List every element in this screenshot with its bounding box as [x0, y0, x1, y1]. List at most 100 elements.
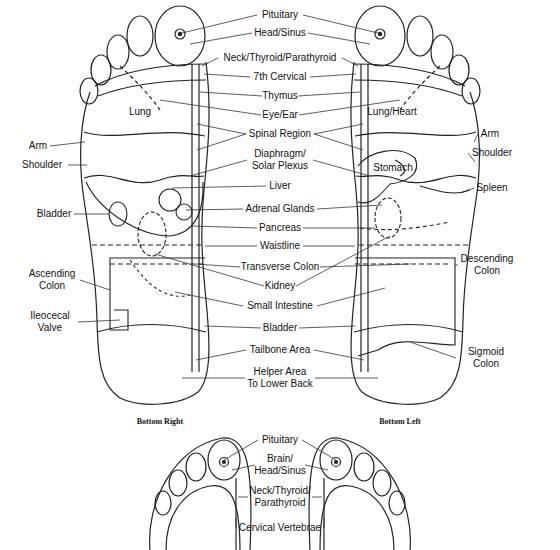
left-foot-organs — [360, 222, 450, 230]
zone-label: Waistline — [260, 240, 300, 252]
zone-label: 7th Cervical — [254, 71, 307, 83]
leader-line — [186, 209, 243, 210]
right-foot — [80, 6, 209, 404]
left-foot — [351, 6, 480, 404]
leader-line — [160, 100, 261, 115]
leader-line — [310, 74, 356, 77]
zone-label: Shoulder — [472, 147, 512, 159]
leader-line — [313, 160, 370, 176]
right-foot-organs — [110, 258, 205, 330]
leader-line — [455, 265, 458, 266]
zone-label: Transverse Colon — [241, 261, 320, 273]
zone-label: Cervical Vertebrae — [239, 522, 321, 534]
leader-line — [303, 15, 378, 33]
zone-label: Stomach — [373, 162, 412, 174]
leader-line — [80, 280, 110, 290]
leader-line — [315, 378, 378, 379]
left-foot-organs — [355, 258, 455, 356]
top-view-toes — [150, 438, 251, 550]
leader-line — [314, 350, 364, 360]
zone-label: Neck/Thyroid/Parathyroid — [224, 52, 337, 64]
zone-label: Kidney — [265, 280, 296, 292]
leader-line — [78, 320, 120, 322]
right-foot-organs — [86, 182, 205, 330]
zone-label: Brain/ Head/Sinus — [253, 453, 307, 477]
zone-label: Helper Area To Lower Back — [239, 366, 321, 390]
zone-label: Lung/Heart — [367, 106, 416, 118]
zone-label: Shoulder — [22, 159, 62, 171]
leader-line — [298, 92, 360, 96]
leader-line — [317, 205, 382, 209]
zone-label: Sigmoid Colon — [460, 346, 512, 370]
zone-label: Pituitary — [262, 9, 298, 21]
leader-line — [182, 378, 245, 379]
leader-line — [204, 74, 250, 77]
zone-label: Neck/Thyroid/ Parathyroid — [248, 485, 312, 509]
leader-line — [314, 134, 363, 150]
zone-label: Ileocecal Valve — [24, 310, 76, 334]
leader-line — [197, 134, 246, 150]
zone-label: Arm — [29, 140, 47, 152]
leader-line — [410, 342, 456, 358]
zone-label: Lung — [129, 106, 151, 118]
zone-label: Pancreas — [259, 222, 301, 234]
zone-label: Bladder — [263, 322, 297, 334]
zone-label: Adrenal Glands — [246, 203, 315, 215]
leader-line — [182, 15, 257, 33]
zone-label: Ascending Colon — [25, 268, 79, 292]
top-view-toes — [309, 438, 410, 550]
leader-line — [192, 226, 257, 228]
leader-line — [224, 440, 258, 460]
leader-line — [232, 465, 255, 470]
leader-line — [342, 58, 358, 66]
leader-line — [200, 92, 262, 96]
leader-line — [195, 264, 240, 267]
leader-line — [308, 33, 370, 44]
zone-label: Thymus — [262, 90, 298, 102]
left-foot-organs — [355, 151, 470, 356]
leader-line — [205, 246, 257, 247]
leader-line — [190, 160, 247, 176]
leader-line — [236, 518, 237, 528]
leader-line — [74, 214, 109, 215]
leader-line — [299, 326, 355, 328]
leader-line — [238, 497, 248, 498]
leader-line — [190, 33, 252, 44]
leader-line — [303, 228, 375, 229]
zone-label: Spinal Region — [249, 128, 311, 140]
leader-line — [303, 246, 355, 247]
zone-label: Eye/Ear — [262, 109, 298, 121]
leader-line — [197, 124, 246, 134]
left-foot — [351, 6, 480, 404]
zone-label: Spleen — [476, 182, 507, 194]
leader-line — [68, 165, 87, 166]
zone-label: Diaphragm/ Solar Plexus — [248, 148, 312, 172]
leader-line — [205, 326, 261, 328]
zone-label: Head/Sinus — [254, 27, 306, 39]
zone-label: Arm — [481, 128, 499, 140]
right-foot — [80, 6, 209, 404]
right-foot-organs — [130, 260, 190, 296]
right-foot-organs — [176, 204, 192, 220]
leader-line — [305, 465, 328, 470]
leader-line — [320, 264, 410, 267]
zone-label: Pituitary — [262, 434, 298, 446]
right-foot-organs — [109, 202, 127, 226]
leader-line — [324, 518, 325, 528]
zone-label: Liver — [269, 180, 291, 192]
right-foot-organs — [86, 182, 203, 236]
leader-line — [460, 188, 474, 193]
leader-line — [175, 292, 243, 306]
top-view-toes — [150, 438, 411, 550]
right-foot-organs — [138, 212, 166, 256]
left-foot-organs — [358, 151, 417, 203]
zone-label: Tailbone Area — [250, 344, 311, 356]
leader-line — [50, 142, 85, 146]
leader-line — [302, 440, 336, 460]
zone-label: Small Intestine — [247, 300, 313, 312]
zone-label: Descending Colon — [458, 253, 516, 277]
leader-line — [196, 350, 246, 360]
zone-label: Bladder — [37, 208, 71, 220]
